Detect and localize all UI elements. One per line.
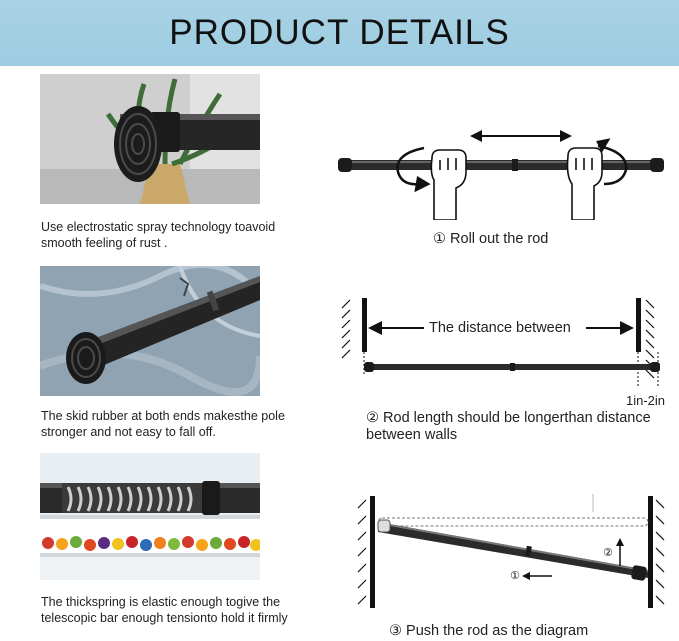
photo-rod-skid-rubber <box>40 266 260 396</box>
diagram-distance-between-walls <box>340 292 670 402</box>
rotate-arrow-left-icon <box>396 146 431 193</box>
marker-2: ② <box>603 546 613 559</box>
caption-thick-spring: The thickspring is elastic enough togive… <box>41 595 288 625</box>
left-wall-hatch <box>357 499 367 605</box>
diagram-roll-out-rod <box>336 120 666 220</box>
gap-measure-label: 1in-2in <box>626 393 666 408</box>
push-arrow-left-icon <box>522 572 552 580</box>
distance-arrow-icon <box>368 321 634 335</box>
step-roll-out-label: ① Roll out the rod <box>433 231 549 247</box>
right-hand-icon <box>566 147 603 220</box>
page-title: PRODUCT DETAILS <box>169 13 510 52</box>
left-hand-icon <box>430 149 467 220</box>
photo-spring-interior <box>40 453 260 580</box>
ghost-rod <box>377 517 649 527</box>
diagram-push-rod: ① ② <box>350 486 679 611</box>
push-arrow-up-icon <box>616 538 624 566</box>
caption-skid-rubber: The skid rubber at both ends makesthe po… <box>41 409 285 439</box>
left-wall-hatch <box>341 299 351 359</box>
step-push-rod-label: ③ Push the rod as the diagram <box>389 623 589 639</box>
photo-rod-end-plant <box>40 74 260 204</box>
header-banner: PRODUCT DETAILS <box>0 0 679 66</box>
marker-1: ① <box>510 569 520 582</box>
double-arrow-icon <box>470 130 572 142</box>
distance-between-label: The distance between <box>427 320 573 336</box>
caption-spray-technology: Use electrostatic spray technology toavo… <box>41 220 276 250</box>
right-wall-hatch <box>655 499 665 605</box>
step-rod-length-label: ② Rod length should be longerthan distan… <box>366 410 651 443</box>
rotate-arrow-right-icon <box>596 138 628 186</box>
